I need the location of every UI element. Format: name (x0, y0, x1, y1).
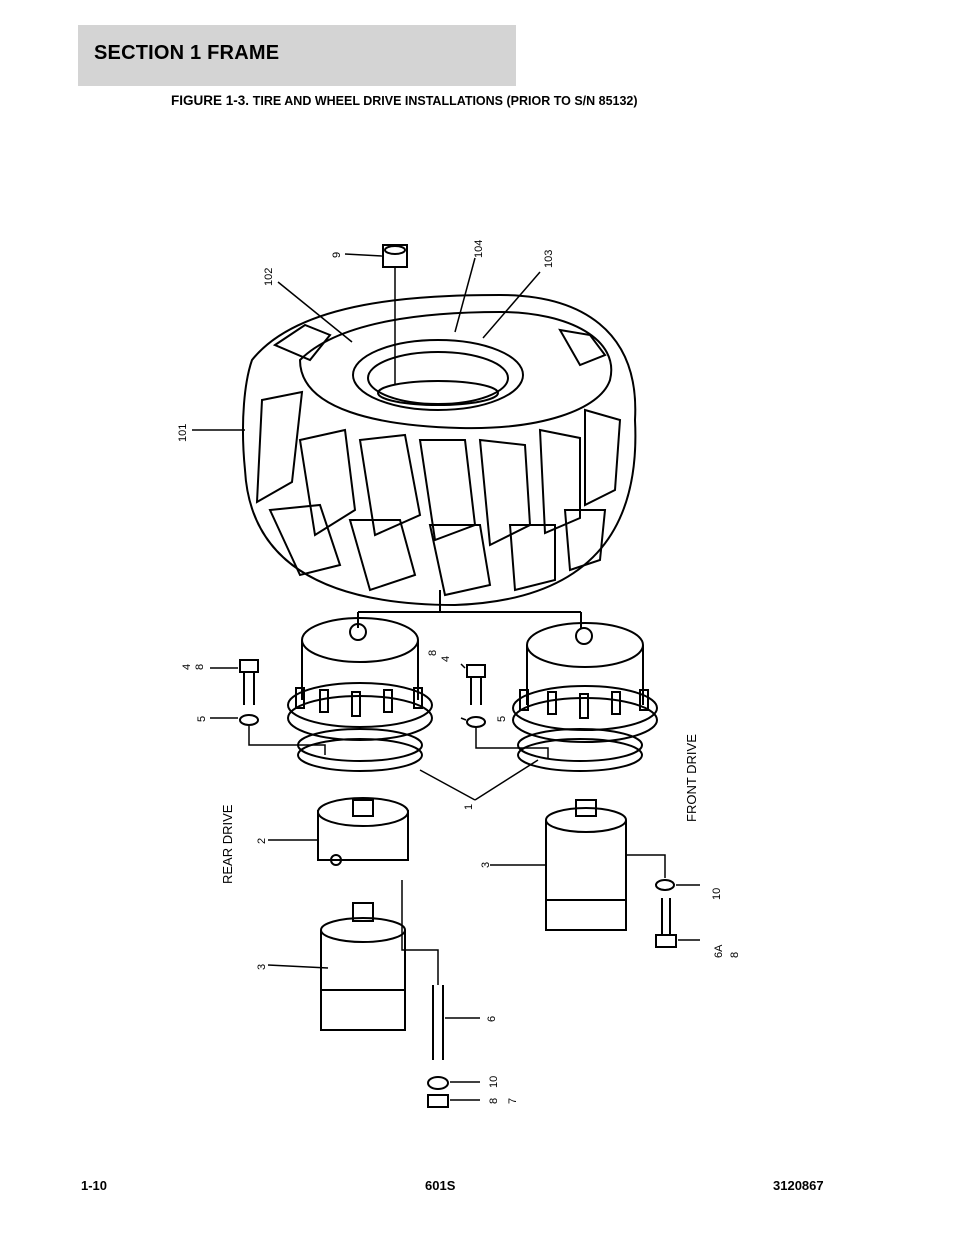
callout-2: 2 (256, 838, 268, 844)
bolt-stack-middle (466, 664, 486, 728)
footer-page-number: 1-10 (81, 1178, 108, 1193)
callout-6: 6 (486, 1016, 498, 1022)
callout-4-left: 4 (181, 664, 193, 670)
front-drive-motor (545, 799, 627, 931)
stud-and-nut (427, 985, 449, 1108)
figure-label: FIGURE 1-3. (171, 93, 250, 108)
callout-4-middle: 4 (440, 656, 452, 662)
front-drive-hub (512, 622, 658, 772)
section-title: SECTION 1 FRAME (94, 42, 280, 64)
callout-10-rear: 10 (488, 1076, 500, 1088)
callout-7: 7 (507, 1098, 519, 1104)
rear-drive-label: REAR DRIVE (220, 804, 235, 884)
front-drive-label: FRONT DRIVE (684, 734, 699, 822)
callout-3-rear: 3 (256, 964, 268, 970)
callout-103: 103 (543, 250, 555, 268)
callout-102: 102 (263, 268, 275, 286)
callout-8-left: 8 (194, 664, 206, 670)
section-header-band (78, 25, 516, 86)
rear-drive-hub (287, 617, 433, 772)
rear-drive-motor (317, 797, 409, 1031)
callout-9: 9 (331, 252, 343, 258)
callout-3-front: 3 (480, 862, 492, 868)
figure-caption: FIGURE 1-3. TIRE AND WHEEL DRIVE INSTALL… (171, 93, 638, 108)
callout-10-front: 10 (711, 888, 723, 900)
callout-labels: 9 104 103 102 101 4 8 5 8 4 5 1 2 3 3 6 … (177, 240, 741, 1104)
figure-title: TIRE AND WHEEL DRIVE INSTALLATIONS (PRIO… (252, 94, 638, 108)
callout-5-middle: 5 (496, 716, 508, 722)
bolt-stack-left (239, 659, 259, 726)
bolt-stack-front (655, 879, 677, 948)
callout-8-middle: 8 (427, 650, 439, 656)
callout-6a: 6A (713, 944, 725, 958)
callout-8-rear: 8 (488, 1098, 500, 1104)
wheel-nut (382, 244, 408, 268)
tire-illustration (241, 293, 637, 628)
callout-8-front: 8 (729, 952, 741, 958)
callout-104: 104 (473, 240, 485, 258)
callout-1: 1 (463, 804, 475, 810)
footer-model: 601S (425, 1178, 456, 1193)
footer-doc-number: 3120867 (773, 1178, 824, 1193)
callout-5-left: 5 (196, 716, 208, 722)
callout-101: 101 (177, 424, 189, 442)
